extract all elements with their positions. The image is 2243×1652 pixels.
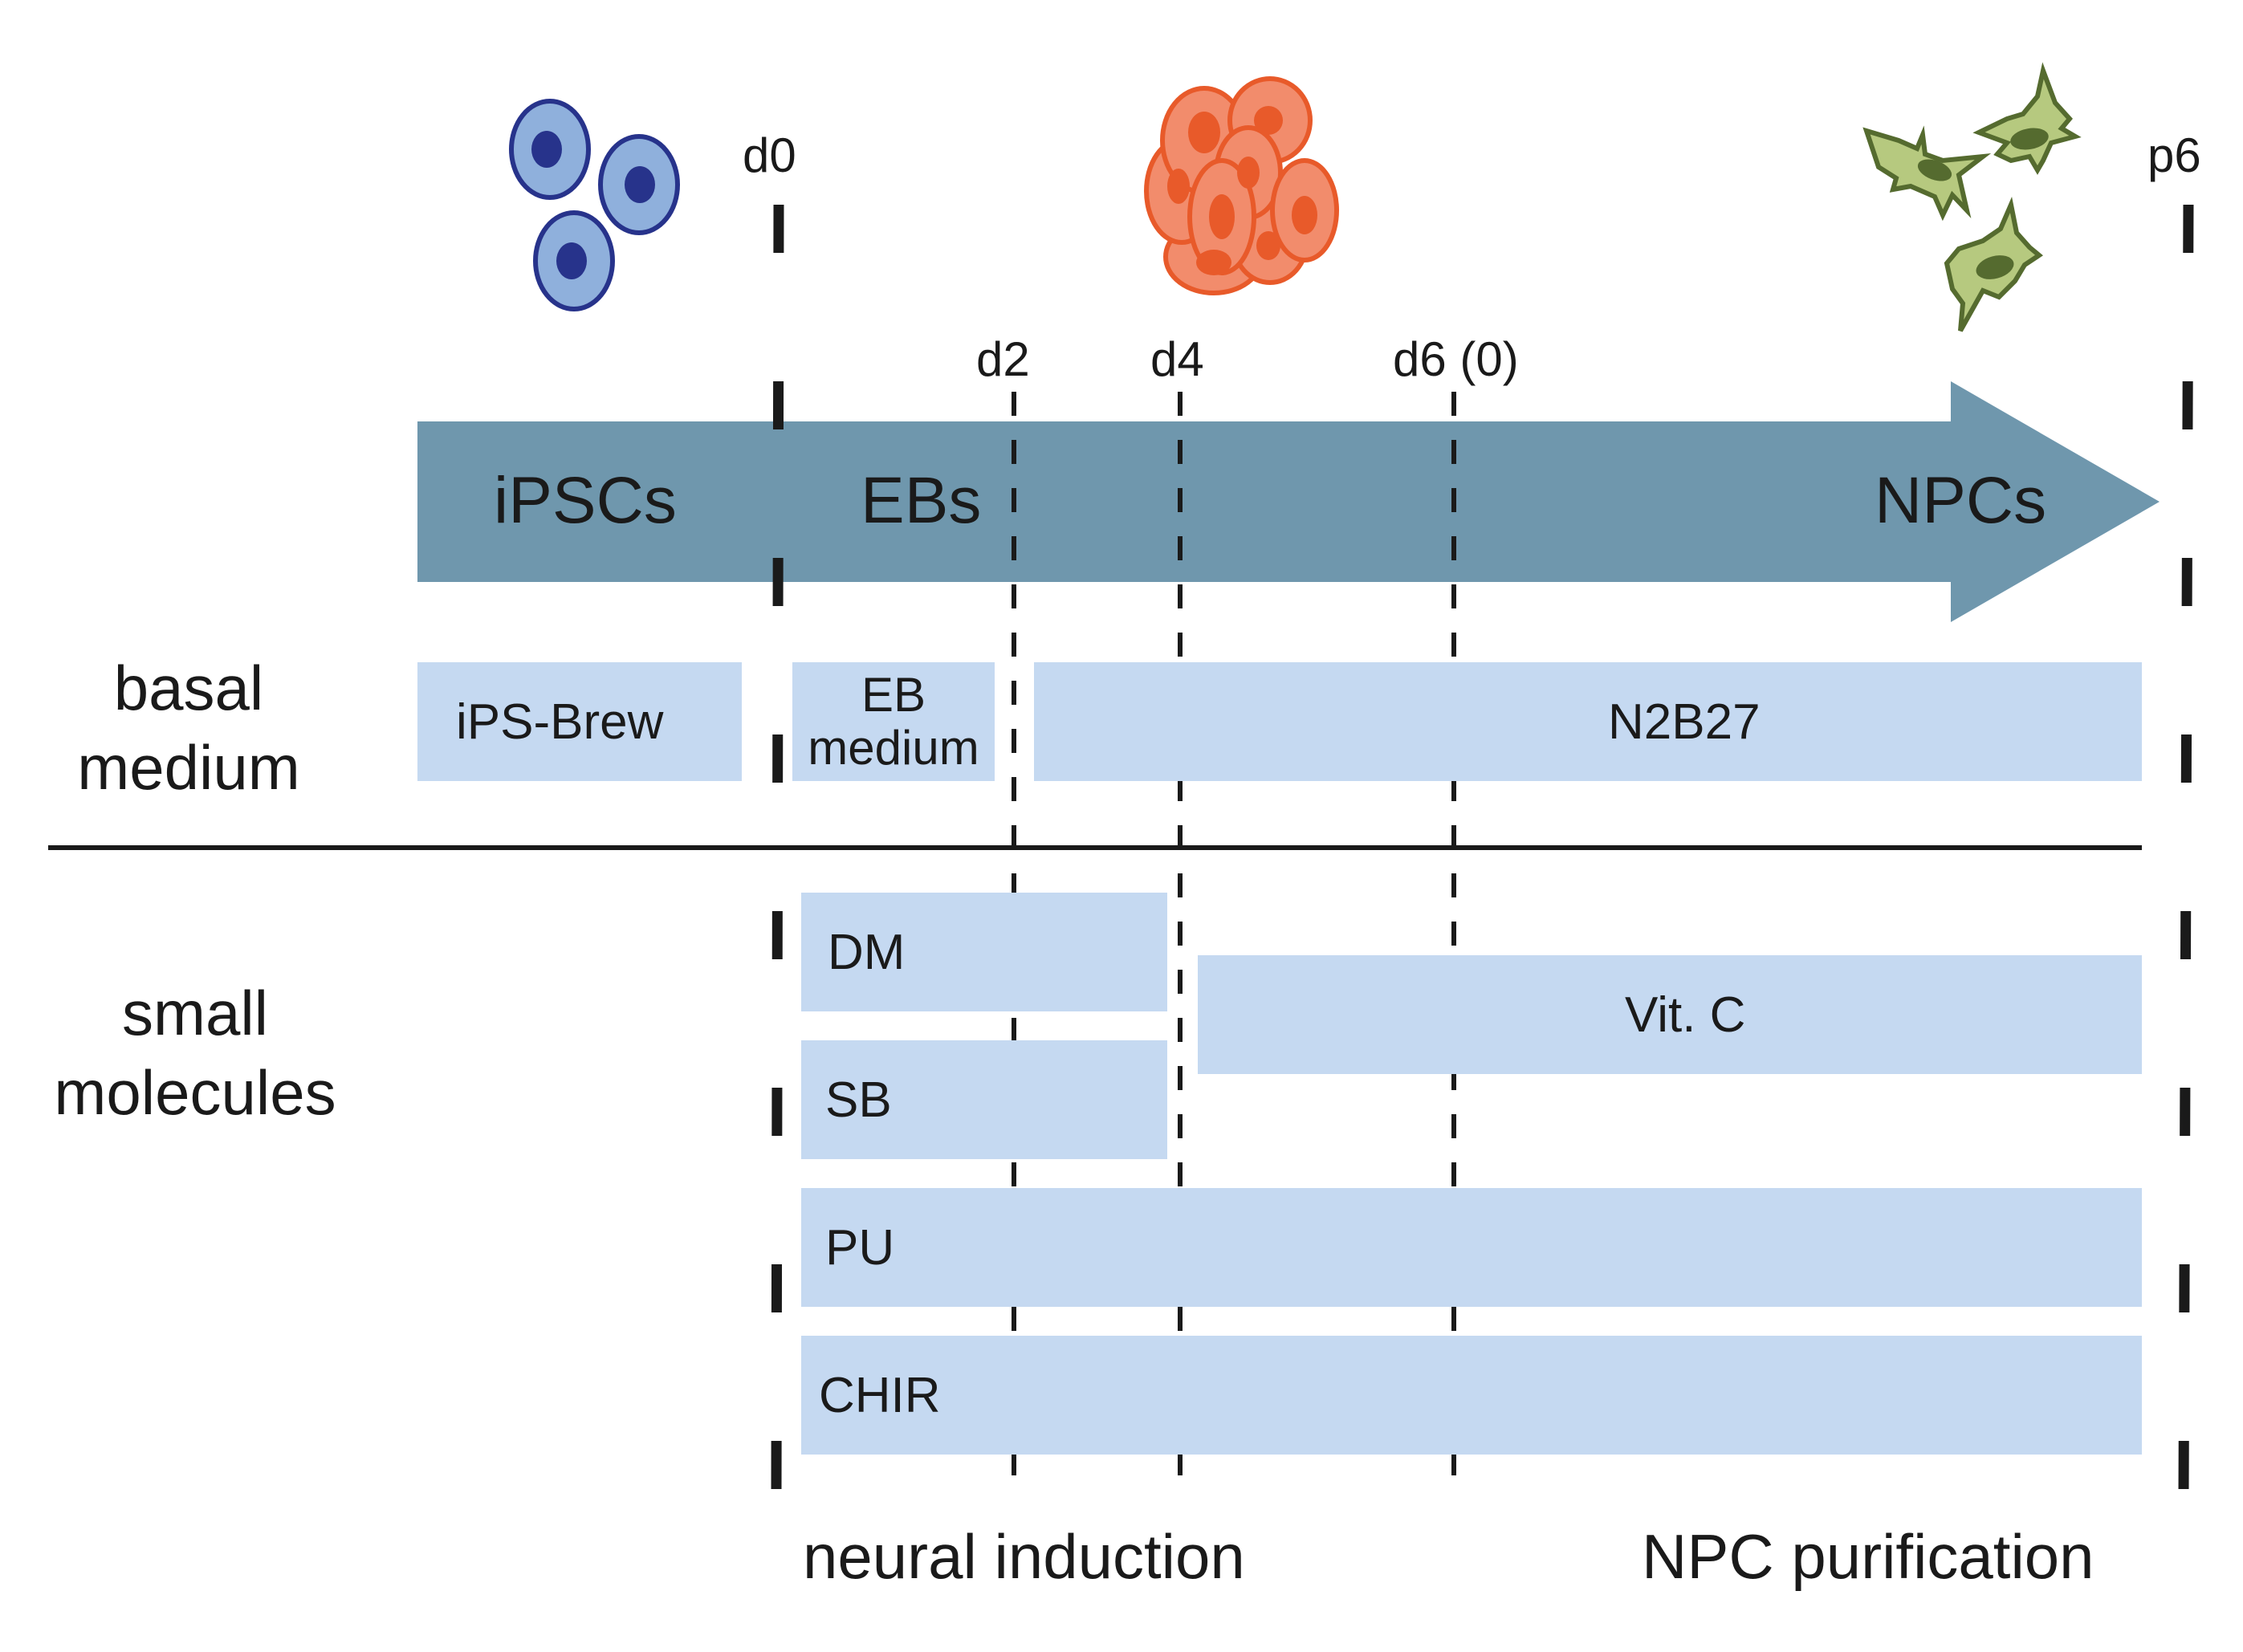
sb-label: SB — [825, 1072, 892, 1128]
row-label-line: molecules — [54, 1057, 336, 1129]
chir-bar: CHIR — [801, 1336, 2142, 1455]
d0-boundary-line — [771, 204, 784, 1495]
stage-label-npcs: NPCs — [1875, 464, 2047, 537]
vitc-bar: Vit. C — [1198, 955, 2142, 1074]
eb-medium-line: EB — [861, 668, 926, 722]
phase-label-neural-induction: neural induction — [803, 1521, 1245, 1592]
timepoint-p6: p6 — [2147, 128, 2201, 182]
sb-bar: SB — [801, 1040, 1167, 1159]
ips-brew-bar: iPS-Brew — [417, 662, 742, 781]
stage-label-ipscs: iPSCs — [494, 464, 677, 537]
eb-medium-line: medium — [808, 721, 979, 775]
ipsc-cells-icon — [509, 99, 680, 311]
timeline-arrow — [417, 381, 2160, 622]
embryoid-body-icon — [1144, 76, 1339, 295]
timepoint-d2: d2 — [976, 332, 1030, 386]
timepoint-d4: d4 — [1150, 332, 1204, 386]
p6-boundary-line — [2178, 204, 2194, 1495]
row-label-line: basal — [113, 653, 264, 723]
dm-bar: DM — [801, 893, 1167, 1011]
timepoint-d0: d0 — [743, 128, 796, 182]
phase-label-npc-purification: NPC purification — [1642, 1521, 2094, 1592]
vitc-label: Vit. C — [1625, 987, 1746, 1043]
n2b27-label: N2B27 — [1608, 694, 1761, 750]
chir-label: CHIR — [819, 1368, 941, 1423]
dm-label: DM — [828, 925, 906, 980]
pu-label: PU — [825, 1220, 895, 1276]
ips-brew-label: iPS-Brew — [456, 694, 664, 750]
row-label-small-molecules: small molecules — [39, 974, 352, 1133]
eb-medium-bar: EB medium — [792, 662, 995, 781]
stage-label-ebs: EBs — [861, 464, 982, 537]
row-label-basal-medium: basal medium — [64, 649, 313, 808]
n2b27-bar: N2B27 — [1034, 662, 2142, 781]
timepoint-d6: d6 (0) — [1393, 332, 1519, 386]
row-label-line: medium — [77, 732, 300, 804]
eb-medium-label: EB medium — [792, 669, 995, 775]
npc-cells-icon — [1862, 62, 2082, 332]
row-label-line: small — [121, 978, 268, 1048]
pu-bar: PU — [801, 1188, 2142, 1307]
